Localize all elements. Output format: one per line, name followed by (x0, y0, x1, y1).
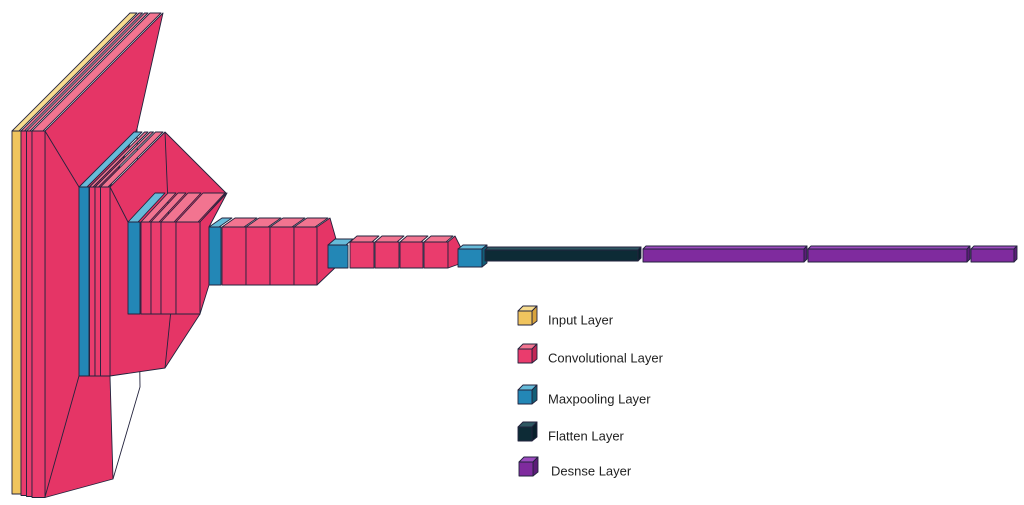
conv-layer-front (399, 241, 424, 269)
conv-layer-front (423, 241, 449, 269)
flatten-layer-bar (484, 246, 642, 262)
flatten-layer-cube-icon (517, 421, 538, 442)
dense-layer-cube-icon (518, 456, 539, 477)
conv-layer-front (175, 221, 201, 315)
block2-maxpool-conv-stack (78, 131, 164, 377)
cube-front (517, 310, 533, 326)
conv-layer-cube-icon (517, 343, 538, 364)
legend: Input Layer Convolutional Layer Maxpooli… (517, 305, 664, 479)
conv-layer-front (349, 241, 375, 269)
dense-layer-bar-3 (970, 245, 1018, 263)
legend-item-input: Input Layer (517, 305, 614, 328)
flatten-layer-side-face (637, 246, 642, 262)
conv-layer-front (374, 241, 400, 269)
mass-crease (44, 130, 80, 188)
conv-layer-front (94, 186, 101, 377)
conv-layer-top-face (349, 235, 380, 243)
mass-crease (44, 375, 80, 498)
conv-layer-front (26, 130, 33, 497)
conv-layer-front (100, 186, 111, 377)
dense-layer-bar-1 (642, 245, 808, 263)
mass-crease (109, 186, 129, 223)
legend-label-dense: Desnse Layer (551, 464, 632, 479)
block4-maxpool-conv-stack (208, 217, 329, 286)
legend-item-maxpooling: Maxpooling Layer (517, 384, 651, 407)
conv-layer-front (245, 226, 271, 286)
cube-front (518, 461, 534, 477)
conv-layer-top-face (374, 235, 405, 243)
dense-layer-side-face (1013, 245, 1018, 263)
dense-layer-bar-2 (807, 245, 971, 263)
dense-layer-side-face (966, 245, 971, 263)
legend-item-convolutional: Convolutional Layer (517, 343, 664, 366)
legend-label-input: Input Layer (548, 313, 614, 328)
conv-layer-front (89, 186, 96, 377)
cube-front (517, 348, 533, 364)
legend-label-flatten: Flatten Layer (548, 429, 625, 444)
maxpool-layer-front (78, 186, 90, 377)
conv-layer-front (140, 221, 152, 315)
maxpool-layer-front (127, 221, 141, 315)
block5-maxpool-conv-cubes (327, 235, 463, 269)
tail-maxpool-cube (457, 244, 488, 268)
conv-layer-front (150, 221, 162, 315)
cube-front (517, 426, 533, 442)
maxpool-layer-front (208, 226, 222, 286)
legend-label-convolutional: Convolutional Layer (548, 351, 664, 366)
block1-input-conv-stack (11, 12, 162, 498)
dense-layer-front (970, 248, 1015, 263)
conv-layer-front (160, 221, 177, 315)
dense-layer-front (807, 248, 968, 263)
maxpool-layer-cube-icon (517, 384, 538, 405)
conv-layer-front (221, 226, 247, 286)
block3-maxpool-conv-stack (127, 192, 226, 315)
conv-layer-front (20, 130, 27, 496)
input-layer-front (11, 130, 22, 495)
maxpool-layer-front (327, 244, 349, 269)
conv-layer-top-face (399, 235, 429, 243)
dense-layer-front (642, 248, 805, 263)
cube-front (517, 389, 533, 405)
dense-layer-side-face (803, 245, 808, 263)
conv-layer-front (269, 226, 295, 286)
conv-layer-front (31, 130, 46, 498)
legend-item-dense: Desnse Layer (518, 456, 632, 479)
flatten-layer-front (484, 249, 639, 262)
legend-item-flatten: Flatten Layer (517, 421, 625, 444)
conv-layer-front (293, 226, 318, 286)
legend-label-maxpooling: Maxpooling Layer (548, 392, 651, 407)
maxpool-layer-front (457, 248, 483, 268)
input-layer-cube-icon (517, 305, 538, 326)
